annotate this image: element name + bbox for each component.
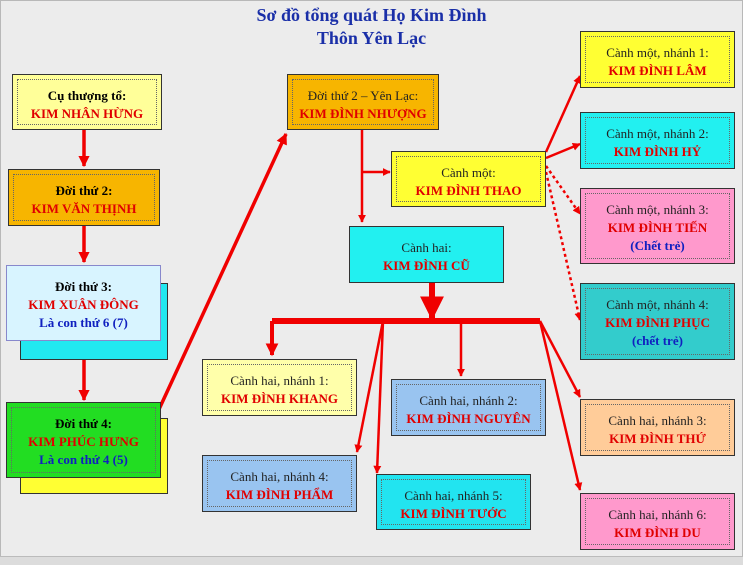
- diagram-title: Sơ đồ tổng quát Họ Kim Đình: [256, 5, 487, 25]
- node-label: Cành hai, nhánh 4:: [230, 469, 329, 484]
- node-name: KIM ĐÌNH NHƯỢNG: [299, 106, 427, 121]
- node-note: (Chết trẻ): [630, 238, 685, 253]
- node-doi-thu-2: Đời thứ 2: KIM VĂN THỊNH: [8, 169, 160, 226]
- node-name: KIM ĐÌNH CŨ: [383, 258, 470, 273]
- node-note: Là con thứ 4 (5): [39, 452, 128, 467]
- node-name: KIM XUÂN ĐÔNG: [28, 297, 139, 312]
- node-label: Đời thứ 2:: [55, 183, 113, 198]
- node-name: KIM ĐÌNH KHANG: [221, 391, 338, 406]
- node-name: KIM ĐÌNH PHỤC: [605, 315, 710, 330]
- node-name: KIM ĐÌNH TIẾN: [607, 220, 708, 235]
- node-label: Cành một, nhánh 4:: [606, 297, 709, 312]
- node-canh-hai-nhanh-6: Cành hai, nhánh 6: KIM ĐÌNH DU: [580, 493, 735, 550]
- node-label: Cành một, nhánh 2:: [606, 126, 709, 141]
- node-label: Cành hai:: [401, 240, 452, 255]
- node-doi-thu-3: Đời thứ 3: KIM XUÂN ĐÔNG Là con thứ 6 (7…: [6, 265, 161, 341]
- node-name: KIM VĂN THỊNH: [31, 201, 137, 216]
- node-name: KIM ĐÌNH TƯỚC: [400, 506, 507, 521]
- node-name: KIM ĐÌNH LÂM: [608, 63, 707, 78]
- node-label: Cụ thượng tổ:: [47, 88, 127, 103]
- node-label: Cành một:: [441, 165, 496, 180]
- node-canh-hai-nhanh-5: Cành hai, nhánh 5: KIM ĐÌNH TƯỚC: [376, 474, 531, 530]
- arrow-cu-to-thu: [538, 320, 582, 398]
- node-label: Cành hai, nhánh 1:: [230, 373, 329, 388]
- bottom-scroll-strip: [0, 556, 743, 565]
- arrow-thao-to-tien: [544, 165, 582, 215]
- node-name: KIM NHÂN HỪNG: [30, 106, 144, 121]
- diagram-subtitle: Thôn Yên Lạc: [316, 28, 427, 48]
- node-label: Đời thứ 4:: [55, 416, 112, 431]
- node-label: Cành một, nhánh 1:: [606, 45, 709, 60]
- node-label: Cành một, nhánh 3:: [606, 202, 709, 217]
- arrow-gen4-to-yenlac: [153, 132, 288, 419]
- node-name: KIM ĐÌNH PHẨM: [225, 487, 334, 502]
- node-name: KIM ĐÌNH HỶ: [613, 144, 702, 159]
- arrow-cu-to-tuoc: [373, 320, 385, 474]
- arrow-thao-to-hy: [545, 142, 581, 160]
- node-name: KIM PHÚC HƯNG: [28, 434, 139, 449]
- node-canh-mot: Cành một: KIM ĐÌNH THAO: [391, 151, 546, 207]
- node-note: (chết trẻ): [632, 333, 683, 348]
- node-canh-hai-nhanh-1: Cành hai, nhánh 1: KIM ĐÌNH KHANG: [202, 359, 357, 416]
- node-label: Đời thứ 3:: [55, 279, 112, 294]
- node-label: Cành hai, nhánh 3:: [608, 413, 707, 428]
- node-doi-thu-4: Đời thứ 4: KIM PHÚC HƯNG Là con thứ 4 (5…: [6, 402, 161, 478]
- node-cu-thuong-to: Cụ thượng tổ: KIM NHÂN HỪNG: [12, 74, 162, 130]
- node-label: Cành hai, nhánh 2:: [419, 393, 518, 408]
- node-name: KIM ĐÌNH DU: [614, 525, 701, 540]
- node-name: KIM ĐÌNH NGUYÊN: [406, 411, 531, 426]
- arrow-thao-to-lam: [544, 75, 582, 153]
- arrow-cu-to-pham: [354, 320, 385, 453]
- node-note: Là con thứ 6 (7): [39, 315, 128, 330]
- node-canh-mot-nhanh-3: Cành một, nhánh 3: KIM ĐÌNH TIẾN (Chết t…: [580, 188, 735, 264]
- arrow-thao-to-phuc: [544, 171, 583, 321]
- node-canh-hai-nhanh-2: Cành hai, nhánh 2: KIM ĐÌNH NGUYÊN: [391, 379, 546, 436]
- node-name: KIM ĐÌNH THAO: [415, 183, 522, 198]
- node-canh-mot-nhanh-1: Cành một, nhánh 1: KIM ĐÌNH LÂM: [580, 31, 735, 88]
- node-canh-mot-nhanh-2: Cành một, nhánh 2: KIM ĐÌNH HỶ: [580, 112, 735, 169]
- node-label: Cành hai, nhánh 6:: [608, 507, 707, 522]
- node-label: Đời thứ 2 – Yên Lạc:: [307, 88, 419, 103]
- node-label: Cành hai, nhánh 5:: [404, 488, 503, 503]
- node-canh-mot-nhanh-4: Cành một, nhánh 4: KIM ĐÌNH PHỤC (chết t…: [580, 283, 735, 360]
- node-name: KIM ĐÌNH THỨ: [609, 431, 706, 446]
- node-canh-hai-nhanh-3: Cành hai, nhánh 3: KIM ĐÌNH THỨ: [580, 399, 735, 456]
- node-doi-thu-2-yen-lac: Đời thứ 2 – Yên Lạc: KIM ĐÌNH NHƯỢNG: [287, 74, 439, 130]
- node-canh-hai-nhanh-4: Cành hai, nhánh 4: KIM ĐÌNH PHẨM: [202, 455, 357, 512]
- arrow-cu-to-du: [538, 320, 583, 491]
- node-canh-hai: Cành hai: KIM ĐÌNH CŨ: [349, 226, 504, 283]
